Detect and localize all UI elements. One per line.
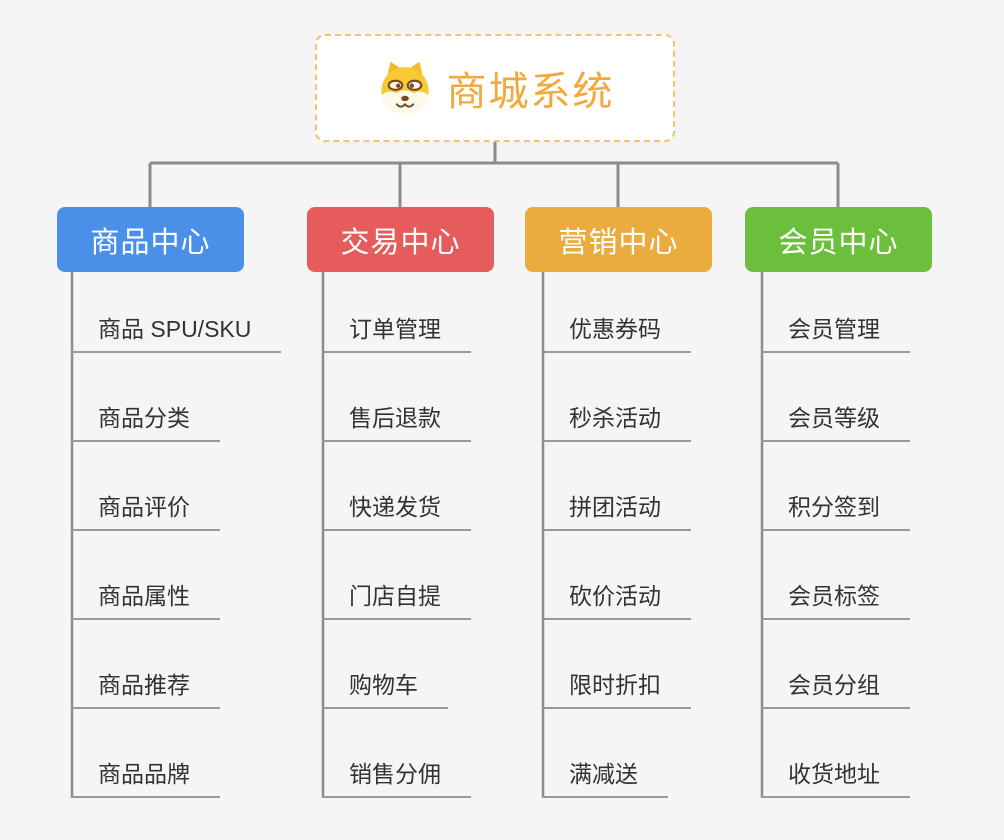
leaf-node-member-center-2[interactable]: 会员等级: [761, 405, 910, 442]
leaf-node-product-center-6[interactable]: 商品品牌: [71, 761, 220, 798]
leaf-node-label: 销售分佣: [349, 761, 441, 787]
leaf-node-trade-center-3[interactable]: 快递发货: [322, 494, 471, 531]
leaf-node-label: 收货地址: [788, 761, 880, 787]
leaf-node-member-center-1[interactable]: 会员管理: [761, 316, 910, 353]
leaf-node-label: 砍价活动: [569, 583, 661, 609]
leaf-node-marketing-center-1[interactable]: 优惠券码: [542, 316, 691, 353]
leaf-node-label: 商品推荐: [98, 672, 190, 698]
leaf-node-label: 商品品牌: [98, 761, 190, 787]
branch-node-label: 营销中心: [558, 226, 679, 259]
leaf-node-trade-center-4[interactable]: 门店自提: [322, 583, 471, 620]
leaf-node-label: 快递发货: [349, 494, 441, 520]
leaf-node-label: 会员分组: [788, 672, 880, 698]
leaf-node-product-center-4[interactable]: 商品属性: [71, 583, 220, 620]
leaf-node-label: 售后退款: [349, 405, 441, 431]
leaf-node-marketing-center-4[interactable]: 砍价活动: [542, 583, 691, 620]
leaf-node-label: 会员管理: [788, 316, 880, 342]
leaf-node-product-center-3[interactable]: 商品评价: [71, 494, 220, 531]
leaf-node-member-center-3[interactable]: 积分签到: [761, 494, 910, 531]
leaf-node-label: 商品属性: [98, 583, 190, 609]
leaf-node-product-center-1[interactable]: 商品 SPU/SKU: [71, 316, 282, 353]
leaf-node-label: 会员等级: [788, 405, 880, 431]
root-node[interactable]: 商城系统: [315, 34, 675, 142]
leaf-node-label: 积分签到: [788, 494, 880, 520]
leaf-node-label: 购物车: [349, 672, 418, 698]
branch-node-product-center[interactable]: 商品中心: [57, 207, 244, 272]
leaf-node-member-center-4[interactable]: 会员标签: [761, 583, 910, 620]
leaf-node-marketing-center-6[interactable]: 满减送: [542, 761, 668, 798]
leaf-node-label: 门店自提: [349, 583, 441, 609]
leaf-node-member-center-6[interactable]: 收货地址: [761, 761, 910, 798]
leaf-node-product-center-2[interactable]: 商品分类: [71, 405, 220, 442]
leaf-node-label: 商品评价: [98, 494, 190, 520]
leaf-node-label: 秒杀活动: [569, 405, 661, 431]
branch-node-label: 会员中心: [778, 226, 899, 259]
leaf-node-marketing-center-5[interactable]: 限时折扣: [542, 672, 691, 709]
leaf-node-trade-center-2[interactable]: 售后退款: [322, 405, 471, 442]
branch-node-member-center[interactable]: 会员中心: [745, 207, 932, 272]
leaf-node-label: 商品 SPU/SKU: [98, 316, 252, 342]
leaf-node-marketing-center-2[interactable]: 秒杀活动: [542, 405, 691, 442]
leaf-node-label: 限时折扣: [569, 672, 661, 698]
leaf-node-label: 拼团活动: [569, 494, 661, 520]
branch-node-trade-center[interactable]: 交易中心: [307, 207, 494, 272]
branch-node-label: 商品中心: [90, 226, 211, 259]
leaf-node-label: 满减送: [569, 761, 638, 787]
leaf-node-product-center-5[interactable]: 商品推荐: [71, 672, 220, 709]
leaf-node-label: 商品分类: [98, 405, 190, 431]
leaf-node-marketing-center-3[interactable]: 拼团活动: [542, 494, 691, 531]
leaf-node-trade-center-5[interactable]: 购物车: [322, 672, 448, 709]
dog-face-icon: [376, 59, 434, 117]
leaf-node-label: 优惠券码: [569, 316, 661, 342]
root-node-label: 商城系统: [446, 70, 615, 114]
leaf-node-label: 会员标签: [788, 583, 880, 609]
leaf-node-label: 订单管理: [349, 316, 441, 342]
leaf-node-trade-center-1[interactable]: 订单管理: [322, 316, 471, 353]
leaf-node-member-center-5[interactable]: 会员分组: [761, 672, 910, 709]
leaf-node-trade-center-6[interactable]: 销售分佣: [322, 761, 471, 798]
branch-node-label: 交易中心: [340, 226, 461, 259]
branch-node-marketing-center[interactable]: 营销中心: [525, 207, 712, 272]
